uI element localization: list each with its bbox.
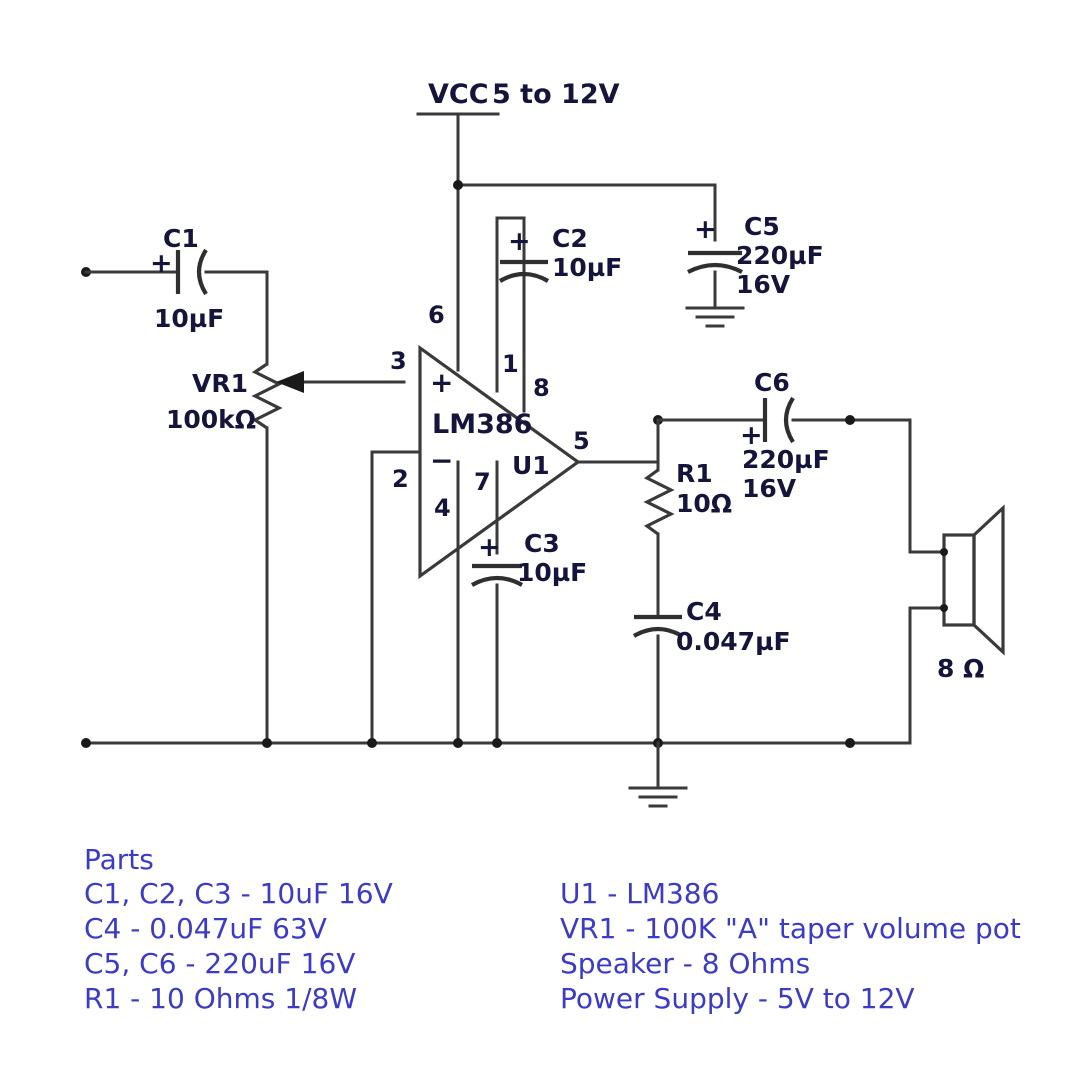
ground-rail-group: [81, 738, 912, 808]
c6-reference-label: C6: [754, 368, 790, 397]
c2-reference-label: C2: [552, 224, 588, 253]
parts-left-line-4: R1 - 10 Ohms 1/8W: [84, 982, 357, 1015]
speaker-impedance-label: 8 Ω: [937, 654, 984, 683]
vcc-rail-group: VCC 5 to 12V: [416, 79, 717, 372]
parts-left-line-1: C1, C2, C3 - 10uF 16V: [84, 877, 393, 910]
ic-lm386[interactable]: LM386 U1 + − 3 2 6 4 1 7 8: [370, 216, 660, 745]
c5-plate-negative: [687, 262, 743, 274]
capacitor-c3: + C3 10µF: [470, 529, 587, 745]
potentiometer-vr1[interactable]: VR1 100kΩ: [166, 270, 406, 745]
r1-value-label: 10Ω: [676, 489, 732, 518]
capacitor-c6: + C6 220µF 16V: [656, 368, 912, 503]
speaker-terminal-bottom: [940, 604, 948, 612]
c6-value-label: 220µF: [742, 445, 830, 474]
c5-reference-label: C5: [744, 212, 780, 241]
u1-reference-label: U1: [512, 451, 550, 480]
pin-1-label: 1: [502, 350, 519, 378]
speaker-body-rect: [942, 533, 976, 627]
junction-ground-speaker: [845, 738, 855, 748]
vr1-value-label: 100kΩ: [166, 405, 256, 434]
junction-ground-pin4: [453, 738, 463, 748]
pin-5-label: 5: [573, 427, 590, 455]
pin-6-label: 6: [428, 301, 445, 329]
parts-right-line-3: Speaker - 8 Ohms: [560, 947, 810, 980]
vcc-label: VCC: [428, 79, 489, 110]
zobel-network: R1 10Ω C4 0.047µF: [632, 415, 791, 745]
input-network: + C1 10µF: [81, 224, 269, 333]
junction-ground-c3: [492, 738, 502, 748]
c4-value-label: 0.047µF: [676, 627, 791, 656]
u1-body-triangle: [418, 344, 581, 580]
parts-right-line-1: U1 - LM386: [560, 877, 719, 910]
c6-voltage-label: 16V: [742, 474, 797, 503]
pin-2-label: 2: [392, 465, 409, 493]
pin-3-label: 3: [390, 347, 407, 375]
pin-8-label: 8: [533, 374, 550, 402]
speaker-cone: [972, 504, 1005, 656]
c3-plate-negative: [470, 575, 524, 587]
parts-right-line-4: Power Supply - 5V to 12V: [560, 982, 915, 1015]
c3-polarity-marker: +: [478, 532, 501, 563]
r1-reference-label: R1: [676, 459, 713, 488]
speaker-terminal-top: [940, 548, 948, 556]
vr1-reference-label: VR1: [192, 369, 248, 398]
u1-part-label: LM386: [432, 409, 532, 440]
c1-plate-negative: [196, 248, 208, 296]
c6-polarity-marker: +: [740, 420, 763, 451]
vr1-wiper-arrow: [276, 371, 304, 393]
c4-reference-label: C4: [686, 597, 722, 626]
vcc-range-label: 5 to 12V: [492, 79, 620, 110]
c5-polarity-marker: +: [694, 214, 717, 245]
vr1-resistive-element: [251, 362, 283, 430]
c1-polarity-marker: +: [150, 248, 173, 279]
c2-polarity-marker: +: [508, 226, 531, 257]
pin-4-label: 4: [434, 494, 451, 522]
junction-speaker-top: [845, 415, 855, 425]
c1-reference-label: C1: [163, 224, 199, 253]
parts-left-line-3: C5, C6 - 220uF 16V: [84, 947, 355, 980]
c5-value-label: 220µF: [736, 241, 824, 270]
c6-plate-negative: [783, 396, 795, 444]
c3-reference-label: C3: [524, 529, 560, 558]
junction-ground-input: [81, 738, 91, 748]
parts-list: Parts C1, C2, C3 - 10uF 16V C4 - 0.047uF…: [84, 843, 1021, 1015]
capacitor-c2: + C2 10µF: [495, 216, 622, 283]
c3-value-label: 10µF: [517, 558, 587, 587]
u1-inverting-sign: −: [430, 444, 453, 477]
parts-list-title: Parts: [84, 843, 154, 876]
c2-plate-negative: [498, 271, 550, 283]
junction-ground-pin2: [367, 738, 377, 748]
junction-ground-vr1: [262, 738, 272, 748]
c1-value-label: 10µF: [154, 304, 224, 333]
pin-7-label: 7: [474, 468, 491, 496]
c4-plate-bottom: [632, 626, 684, 638]
c5-voltage-label: 16V: [736, 270, 791, 299]
c2-value-label: 10µF: [552, 253, 622, 282]
parts-left-line-2: C4 - 0.047uF 63V: [84, 912, 327, 945]
u1-noninverting-sign: +: [430, 366, 453, 399]
speaker-load: 8 Ω: [908, 418, 1005, 745]
r1-resistor-element: [643, 468, 675, 536]
capacitor-c5: + C5 220µF 16V: [685, 212, 824, 328]
parts-right-line-2: VR1 - 100K "A" taper volume pot: [560, 912, 1021, 945]
junction-vcc-branch: [453, 180, 463, 190]
